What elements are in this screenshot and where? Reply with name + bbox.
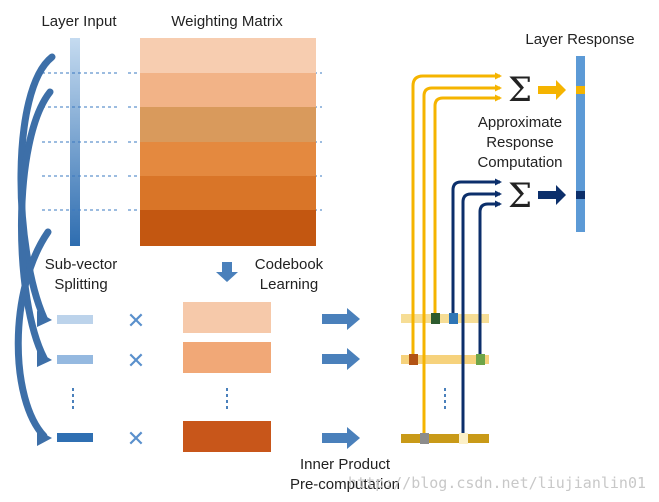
inner-product-label-2: Pre-computation — [290, 476, 400, 493]
matrix-band — [140, 176, 316, 210]
matrix-band — [140, 210, 316, 246]
table-cell-selected — [420, 433, 429, 444]
approx-label-1: Approximate — [478, 114, 562, 131]
codebook-block — [183, 421, 271, 452]
weighting-matrix — [140, 38, 316, 246]
subvector-segment — [57, 433, 93, 442]
table-cell-selected — [409, 354, 418, 365]
table-cell-selected — [431, 313, 440, 324]
sum-icon: Σ — [508, 176, 532, 216]
curved-arrow-icon — [37, 430, 52, 446]
right-arrow-icon — [538, 80, 566, 100]
subvector-label-2: Splitting — [54, 276, 107, 293]
layer-response-title: Layer Response — [525, 31, 634, 48]
matrix-band — [140, 142, 316, 176]
layer-input-title: Layer Input — [41, 13, 117, 30]
matrix-band — [140, 73, 316, 107]
multiply-icon: ✕ — [127, 427, 145, 452]
subvector-segment — [57, 315, 93, 324]
curved-arrows — [14, 53, 56, 440]
table-cell-selected — [476, 354, 485, 365]
subvector-segment — [57, 355, 93, 364]
multiply-signs: ✕ ✕ ✕ — [127, 309, 145, 452]
response-cell-navy — [576, 191, 585, 199]
curved-arrow-icon — [17, 88, 54, 362]
right-arrow-icon — [538, 185, 566, 205]
codebook-block — [183, 302, 271, 333]
right-arrow-icon — [322, 348, 360, 370]
right-arrow-icon — [322, 427, 360, 449]
down-arrow-icon — [216, 262, 238, 282]
codebook-block — [183, 342, 271, 373]
gold-lines — [411, 72, 502, 434]
lookup-table-row — [401, 434, 489, 443]
curved-arrow-heads — [37, 311, 52, 446]
curved-arrow-icon — [37, 351, 52, 367]
input-split-lines — [42, 72, 118, 211]
codebook-label-1: Codebook — [255, 256, 324, 273]
subvector-label-1: Sub-vector — [45, 256, 118, 273]
watermark-text: http://blog.csdn.net/liujianlin01 — [348, 474, 646, 492]
curved-arrow-icon — [37, 311, 52, 327]
matrix-band — [140, 38, 316, 73]
multiply-icon: ✕ — [127, 309, 145, 334]
right-arrows — [322, 308, 360, 449]
multiply-icon: ✕ — [127, 349, 145, 374]
approx-label-3: Computation — [477, 154, 562, 171]
table-cell-selected — [449, 313, 458, 324]
layer-response-vector — [576, 56, 585, 232]
response-cell-gold — [576, 86, 585, 94]
curved-arrow-icon — [14, 228, 52, 440]
table-cell-selected — [459, 433, 468, 444]
lookup-table-row — [401, 314, 489, 323]
matrix-band — [140, 107, 316, 142]
codebook-label-2: Learning — [260, 276, 318, 293]
lookup-table-row — [401, 355, 489, 364]
navy-lines — [451, 178, 502, 434]
sum-icon: Σ — [508, 70, 532, 110]
inner-product-label-1: Inner Product — [300, 456, 391, 473]
weighting-matrix-title: Weighting Matrix — [171, 13, 283, 30]
approx-label-2: Response — [486, 134, 554, 151]
right-arrow-icon — [322, 308, 360, 330]
